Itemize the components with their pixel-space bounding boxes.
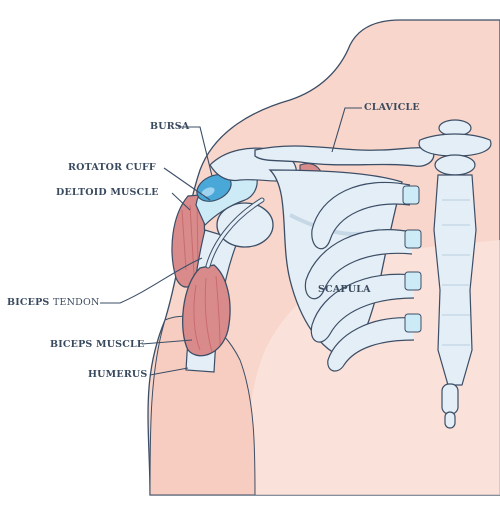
label-humerus: HUMERUS	[88, 369, 148, 380]
label-biceps-muscle: BICEPS MUSCLE	[50, 339, 145, 350]
clavicle-bone	[254, 145, 435, 167]
label-biceps: BICEPS	[7, 297, 50, 308]
label-clavicle: CLAVICLE	[364, 102, 420, 113]
leader-humerus	[149, 367, 189, 376]
leader-deltoid	[171, 192, 191, 211]
leader-clavicle	[331, 107, 362, 153]
humeral-head	[216, 202, 274, 248]
label-biceps-tendon: BICEPS TENDON	[7, 297, 100, 308]
spine	[418, 119, 492, 429]
label-rotator-cuff: ROTATOR CUFF	[68, 162, 156, 173]
rib-cage	[304, 181, 415, 372]
label-scapula: SCAPULA	[318, 284, 371, 295]
biceps-muscle	[182, 264, 231, 357]
label-deltoid-muscle: DELTOID MUSCLE	[56, 187, 159, 198]
leader-bursa	[178, 126, 213, 177]
label-tendon: TENDON	[53, 297, 100, 308]
leader-rotator-cuff	[163, 167, 211, 201]
costal-cartilage	[402, 185, 422, 333]
label-bursa: BURSA	[150, 121, 190, 132]
leader-biceps-tendon	[100, 257, 203, 304]
leader-lines	[100, 107, 362, 376]
leader-biceps-muscle	[141, 339, 193, 345]
